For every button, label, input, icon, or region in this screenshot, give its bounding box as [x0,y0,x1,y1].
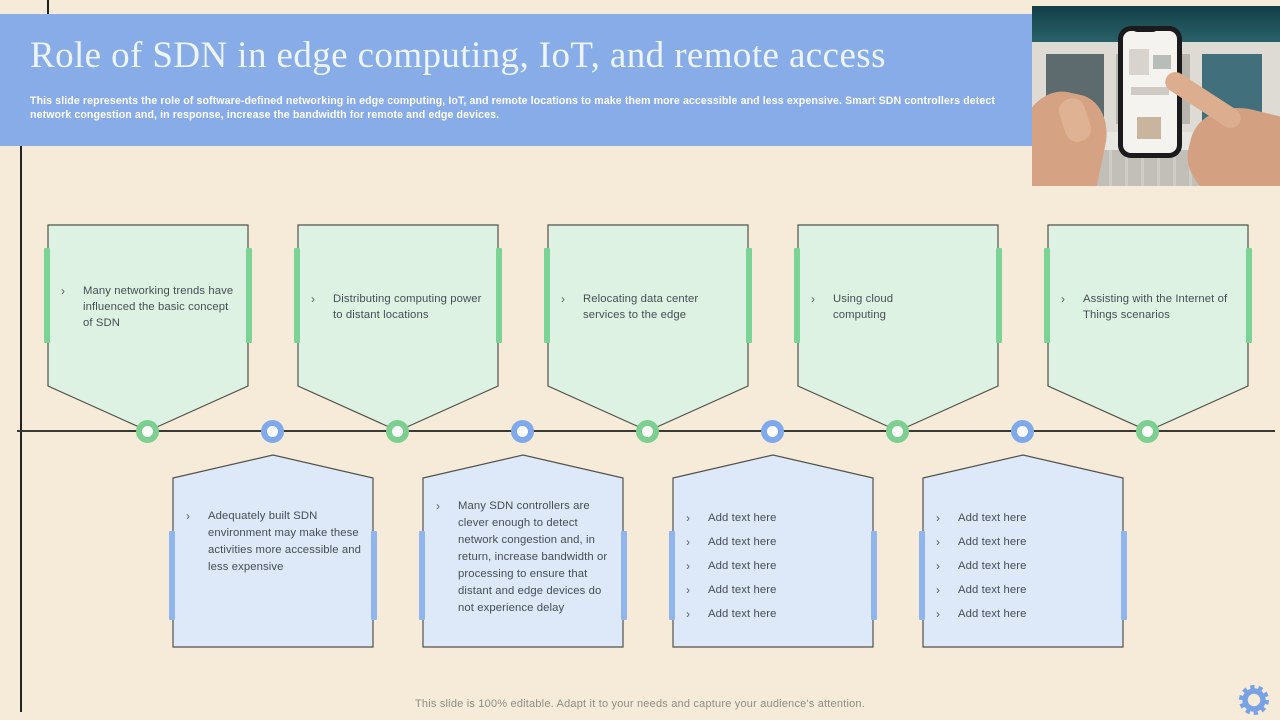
green-accent-bar [746,248,752,343]
placeholder-text: Add text here [958,560,1027,572]
top-box-2: › Distributing computing power to distan… [294,224,502,432]
placeholder-text: Add text here [958,536,1027,548]
placeholder-text: Add text here [708,536,777,548]
bottom-box-2: › Many SDN controllers are clever enough… [419,454,627,649]
timeline-node-green [886,420,909,443]
timeline-node-blue [1011,420,1034,443]
chevron-bullet: › [686,535,690,549]
green-accent-bar [294,248,300,343]
top-box-5: › Assisting with the Internet of Things … [1044,224,1252,432]
placeholder-text: Add text here [708,560,777,572]
chevron-bullet: › [686,583,690,597]
blue-accent-bar [621,531,627,620]
placeholder-bullet-row: › Add text here [686,578,868,602]
bottom-box-1: › Adequately built SDN environment may m… [169,454,377,649]
placeholder-bullet-row: › Add text here [936,530,1118,554]
blue-accent-bar [919,531,925,620]
placeholder-text: Add text here [708,584,777,596]
smartphone-screen [1123,31,1177,153]
chevron-bullet: › [936,559,940,573]
pennant-shape [1047,224,1249,432]
timeline-node-green [1136,420,1159,443]
bottom-box-text: Many SDN controllers are clever enough t… [458,500,608,614]
timeline-node-green [386,420,409,443]
placeholder-bullet-row: › Add text here [686,506,868,530]
chevron-bullet: › [686,559,690,573]
top-left-tick [47,0,49,14]
screen-content-block [1153,55,1171,69]
top-box-text: Many networking trends have influenced t… [83,285,234,329]
timeline-node-blue [761,420,784,443]
placeholder-bullet-row: › Add text here [686,602,868,626]
timeline-node-green [636,420,659,443]
placeholder-bullet-row: › Add text here [936,602,1118,626]
chevron-bullet: › [936,583,940,597]
chevron-bullet: › [686,511,690,525]
placeholder-bullet-row: › Add text here [936,554,1118,578]
blue-accent-bar [371,531,377,620]
top-box-text: Assisting with the Internet of Things sc… [1083,293,1228,321]
green-accent-bar [794,248,800,343]
screen-content-block [1137,117,1161,139]
chevron-bullet: › [61,284,65,298]
timeline-node-green [136,420,159,443]
placeholder-text: Add text here [958,608,1027,620]
bottom-box-text: Adequately built SDN environment may mak… [208,510,362,573]
smartphone [1118,26,1182,158]
phone-notch [1132,26,1158,32]
placeholder-bullet-row: › Add text here [936,506,1118,530]
pennant-shape [547,224,749,432]
placeholder-bullet-row: › Add text here [686,554,868,578]
chevron-bullet: › [686,607,690,621]
blue-accent-bar [419,531,425,620]
blue-accent-bar [1121,531,1127,620]
timeline-node-blue [261,420,284,443]
gear-icon [1239,685,1269,715]
chevron-bullet: › [811,292,815,306]
top-box-text: Distributing computing power to distant … [333,293,482,321]
blue-accent-bar [669,531,675,620]
blue-accent-bar [169,531,175,620]
chevron-bullet: › [936,535,940,549]
top-box-text: Using cloud computing [833,293,894,321]
green-accent-bar [44,248,50,343]
green-accent-bar [544,248,550,343]
chevron-bullet: › [186,509,190,523]
green-accent-bar [996,248,1002,343]
page-title: Role of SDN in edge computing, IoT, and … [30,35,886,76]
placeholder-text: Add text here [958,584,1027,596]
placeholder-text: Add text here [708,512,777,524]
hero-photo [1032,6,1280,186]
bottom-box-3: › Add text here › Add text here › Add te… [669,454,877,649]
footer-note: This slide is 100% editable. Adapt it to… [415,698,865,710]
top-box-1: › Many networking trends have influenced… [44,224,252,432]
chevron-bullet: › [936,607,940,621]
chevron-bullet: › [561,292,565,306]
screen-content-block [1129,49,1149,75]
pennant-shape [797,224,999,432]
left-guide-line [20,146,22,712]
timeline-node-blue [511,420,534,443]
top-box-3: › Relocating data center services to the… [544,224,752,432]
top-box-text: Relocating data center services to the e… [583,293,699,321]
top-box-4: › Using cloud computing [794,224,1002,432]
placeholder-text: Add text here [708,608,777,620]
chevron-bullet: › [936,511,940,525]
green-accent-bar [496,248,502,343]
pennant-shape [47,224,249,432]
green-accent-bar [1246,248,1252,343]
page-subtitle: This slide represents the role of softwa… [30,95,996,121]
green-accent-bar [1044,248,1050,343]
chevron-bullet: › [436,499,440,513]
green-accent-bar [246,248,252,343]
placeholder-bullet-row: › Add text here [936,578,1118,602]
blue-accent-bar [871,531,877,620]
bottom-box-4: › Add text here › Add text here › Add te… [919,454,1127,649]
placeholder-text: Add text here [958,512,1027,524]
chevron-bullet: › [311,292,315,306]
placeholder-bullet-row: › Add text here [686,530,868,554]
chevron-bullet: › [1061,292,1065,306]
pennant-shape [297,224,499,432]
screen-content-block [1131,87,1169,95]
